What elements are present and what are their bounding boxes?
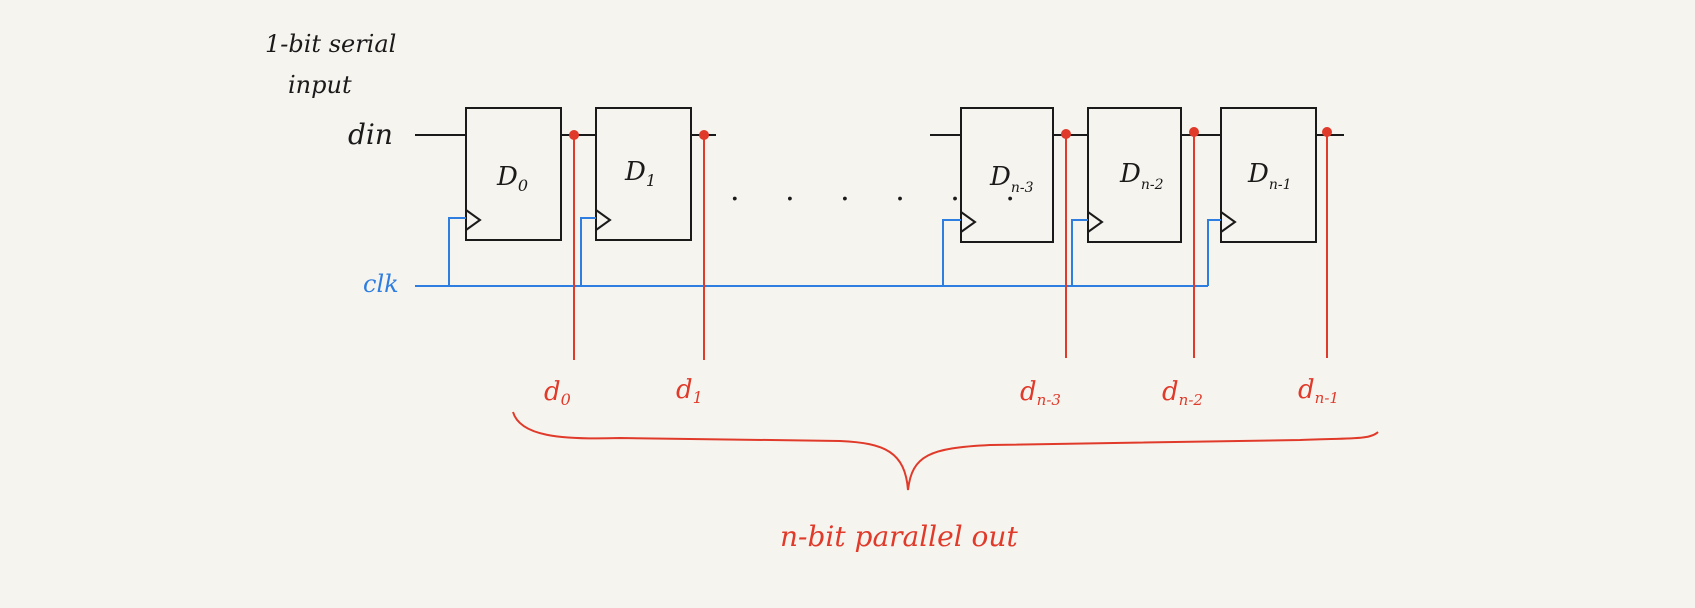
flipflop-d1-sub: 1 [646,171,656,190]
output-dn-2-name: d [1162,377,1179,407]
flipflop-dn-3-sub: n-3 [1011,180,1034,196]
output-taps [573,135,1328,360]
svg-text:dn-2: dn-2 [1162,377,1203,409]
serial-input-label-line2: input [288,71,352,99]
svg-text:d0: d0 [544,377,571,409]
svg-text:D0: D0 [496,162,528,195]
flipflop-dn-1: Dn-1 [1220,107,1317,243]
svg-text:d1: d1 [676,375,703,407]
svg-text:dn-3: dn-3 [1020,377,1061,409]
output-dn-2-sub: n-2 [1179,391,1203,409]
output-dn-1-sub: n-1 [1315,389,1339,407]
parallel-out-label: n-bit parallel out [780,520,1018,553]
svg-text:D1: D1 [624,157,656,190]
flipflop-dn-1-sub: n-1 [1269,177,1292,193]
flipflop-dn-2: Dn-2 [1087,107,1182,243]
output-d1-sub: 1 [693,388,703,407]
svg-text:Dn-1: Dn-1 [1247,159,1292,193]
output-dn-3-sub: n-3 [1037,391,1061,409]
output-tap-dots [569,127,1332,140]
ellipsis: . . . . . . [730,173,1033,208]
flipflop-dn-2-sub: n-2 [1141,177,1164,193]
output-labels: d0 d1 dn-3 dn-2 dn-1 [544,375,1339,409]
flipflop-dn-3-name: D [989,162,1011,192]
output-dn-3-name: d [1020,377,1037,407]
svg-text:dn-1: dn-1 [1298,375,1339,407]
flipflop-d1-name: D [624,157,646,187]
flipflop-dn-1-name: D [1247,159,1269,189]
clk-label: clk [363,270,399,298]
parallel-out-brace [512,411,1379,491]
flipflop-d1: D1 [595,107,692,241]
clock-wires [415,217,1221,287]
din-label: din [348,118,393,151]
output-d1-name: d [676,375,693,405]
output-d0-name: d [544,377,561,407]
serial-input-label-line1: 1-bit serial [265,30,396,58]
flipflop-d0: D0 [465,107,562,241]
output-d0-sub: 0 [561,390,571,409]
svg-text:Dn-2: Dn-2 [1119,159,1164,193]
flipflop-dn-2-name: D [1119,159,1141,189]
flipflop-d0-sub: 0 [518,176,528,195]
output-dn-1-name: d [1298,375,1315,405]
flipflop-dn-3: Dn-3 [960,107,1054,243]
flipflop-d0-name: D [496,162,518,192]
svg-text:Dn-3: Dn-3 [989,162,1034,196]
